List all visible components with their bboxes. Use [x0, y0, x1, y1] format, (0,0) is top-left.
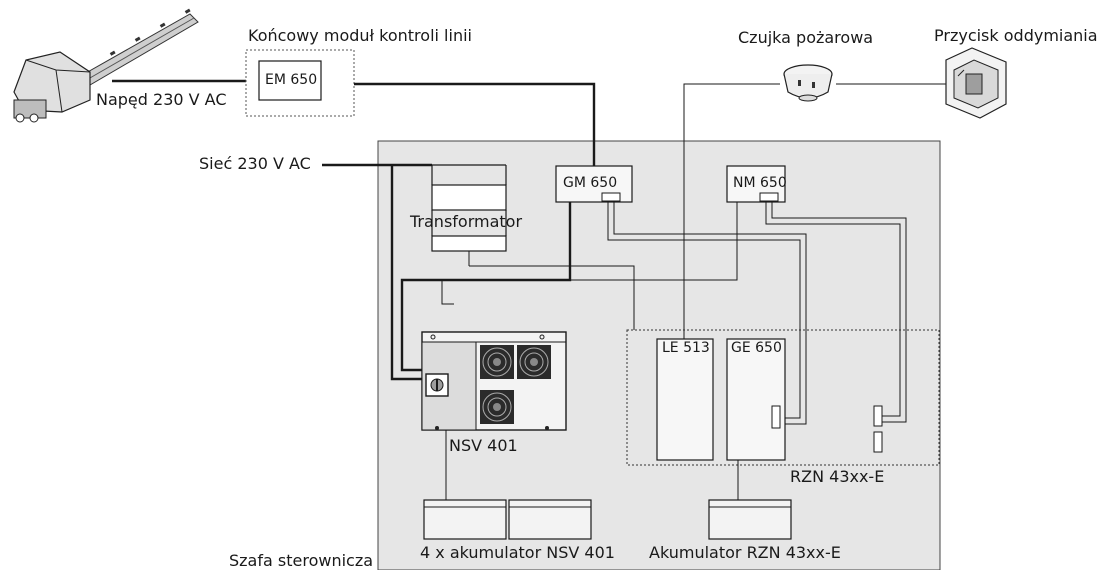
- cabinet-label: Szafa sterownicza: [229, 551, 374, 570]
- fan-icon: [517, 345, 551, 379]
- smoke-detector-label: Czujka pożarowa: [738, 28, 874, 47]
- ge650-label: GE 650: [731, 340, 782, 356]
- gm-ribbon-cable: [607, 201, 801, 419]
- batteries-nsv-label: 4 x akumulator NSV 401: [420, 543, 615, 562]
- drive-label: Napęd 230 V AC: [96, 90, 227, 109]
- battery-nsv-1: [423, 499, 507, 540]
- em650-module: [258, 60, 322, 101]
- gm650-label: GM 650: [563, 175, 618, 191]
- smoke-detector-image: [783, 64, 833, 102]
- ge650-module: [726, 338, 786, 461]
- detector-line: [683, 83, 780, 342]
- transformer: [431, 184, 507, 252]
- le513-module: [656, 338, 714, 461]
- nsv401-unit: [421, 331, 567, 431]
- rzn-label: RZN 43xx-E: [790, 467, 885, 486]
- le513-label: LE 513: [662, 340, 710, 356]
- em650-label: EM 650: [265, 72, 318, 88]
- smoke-button-image: [945, 47, 1007, 119]
- nm-ribbon-cable: [765, 201, 901, 417]
- battery-nsv-2: [508, 499, 592, 540]
- nsv401-label: NSV 401: [449, 436, 518, 455]
- mains-to-nsv: [390, 165, 422, 381]
- rzn-boundary: [626, 329, 940, 466]
- drive-actuator-image: [13, 8, 199, 123]
- mains-label: Sieć 230 V AC: [199, 154, 311, 173]
- fan-icon: [480, 390, 514, 424]
- smoke-button-label: Przycisk oddymiania: [934, 26, 1098, 45]
- battery-rzn-label: Akumulator RZN 43xx-E: [649, 543, 841, 562]
- battery-rzn: [708, 499, 792, 540]
- end-module-title: Końcowy moduł kontroli linii: [248, 26, 472, 45]
- transformer-label: Transformator: [410, 212, 523, 231]
- fan-icon: [480, 345, 514, 379]
- nm650-label: NM 650: [733, 175, 787, 191]
- em-gm-cable: [354, 82, 596, 166]
- gm-to-nsv: [400, 194, 572, 372]
